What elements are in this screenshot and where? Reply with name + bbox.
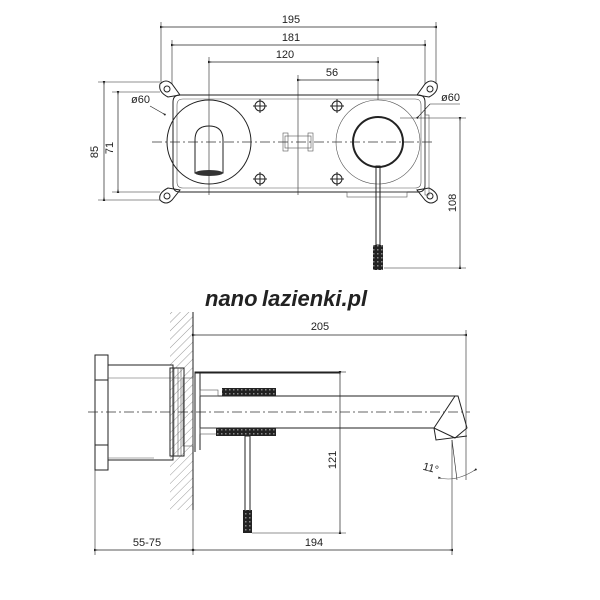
dim-181-label: 181	[282, 32, 300, 44]
dim-205-label: 205	[311, 321, 329, 333]
wall-hatch	[170, 312, 193, 510]
handle-knurl-bottom	[216, 428, 276, 436]
dim-71-label: 71	[104, 142, 116, 154]
dim-121-label: 121	[327, 451, 339, 469]
side-lever-grip	[243, 510, 252, 533]
top-view: 195 181 120 56 85 71 108 ø60 ø60	[89, 14, 466, 270]
side-lever	[244, 435, 251, 512]
handle-knurl-top	[222, 388, 276, 396]
dim-55-75-label: 55-75	[133, 537, 161, 549]
outlet-icon	[194, 125, 224, 174]
valve-body	[107, 364, 174, 461]
aerator	[195, 170, 223, 176]
lever-grip	[373, 245, 383, 270]
side-view: 205 121 55-75 194 11°	[88, 312, 478, 555]
lever	[375, 165, 381, 246]
screw-icons	[253, 99, 344, 186]
dim-194-label: 194	[305, 537, 323, 549]
dim-108-label: 108	[447, 194, 459, 212]
dim-85-label: 85	[89, 146, 101, 158]
dia-right-label: ø60	[441, 92, 460, 104]
mounting-plate	[172, 94, 426, 193]
dia-left-label: ø60	[131, 94, 150, 106]
dim-195-label: 195	[282, 14, 300, 26]
watermark-domain: lazienki.pl	[262, 286, 368, 311]
watermark-nano: nano	[205, 286, 258, 311]
dim-56-label: 56	[326, 67, 338, 79]
mounting-lugs	[159, 80, 438, 204]
angle-label: 11°	[421, 461, 439, 477]
watermark: nano lazienki.pl	[205, 286, 368, 311]
dim-120-label: 120	[276, 49, 294, 61]
